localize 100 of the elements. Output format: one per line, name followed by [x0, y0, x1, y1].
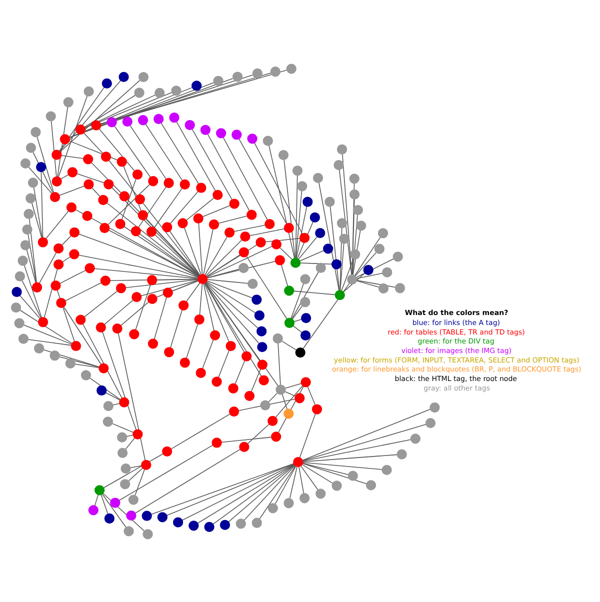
node-circle: [32, 282, 42, 292]
connector: [56, 289, 75, 342]
connector: [300, 250, 324, 261]
node-circle: [138, 114, 148, 125]
connector: [218, 350, 230, 378]
node-circle: [213, 75, 224, 86]
connector: [354, 236, 381, 276]
node-circle: [22, 224, 32, 234]
connector: [84, 290, 118, 317]
connector: [170, 413, 230, 449]
node-circle: [172, 516, 184, 527]
connector: [234, 360, 246, 384]
node-circle: [76, 124, 86, 134]
connector: [302, 462, 382, 470]
connector: [292, 305, 303, 319]
connector: [106, 392, 120, 400]
node-circle: [256, 236, 266, 247]
node-circle: [286, 63, 296, 74]
connector: [59, 185, 85, 196]
node-circle: [164, 177, 174, 188]
connector: [122, 178, 136, 220]
node-circle: [148, 176, 158, 186]
connector: [203, 228, 214, 274]
connector: [124, 226, 199, 276]
node-circle: [82, 210, 92, 220]
node-circle: [10, 302, 22, 312]
node-circle: [284, 222, 294, 233]
node-circle: [94, 484, 105, 495]
node-circle: [116, 156, 127, 166]
connector: [206, 280, 252, 298]
node-circle: [52, 176, 62, 186]
connector: [60, 174, 69, 179]
node-circle: [242, 350, 252, 361]
connector: [112, 186, 200, 276]
connector: [106, 202, 200, 276]
node-circle: [120, 478, 130, 489]
node-circle: [104, 512, 115, 524]
connector: [297, 221, 314, 258]
node-circle: [274, 254, 285, 265]
node-circle: [378, 282, 389, 293]
node-circle: [154, 87, 165, 98]
legend-label: yellow: for forms (FORM, INPUT, TEXTAREA, SELECT and OPTION tags): [334, 354, 580, 364]
connector: [58, 356, 100, 367]
node-circle: [141, 459, 152, 470]
node-circle: [350, 248, 360, 259]
connector: [302, 462, 349, 475]
connector: [356, 280, 380, 287]
connector: [154, 188, 182, 228]
connector: [330, 206, 340, 290]
node-circle: [236, 518, 246, 528]
node-circle: [247, 133, 258, 144]
node-circle: [24, 208, 34, 218]
node-circle: [106, 116, 117, 127]
connector: [98, 128, 135, 171]
node-circle: [126, 510, 136, 520]
connector: [112, 422, 134, 432]
connector: [295, 174, 298, 258]
connector: [120, 301, 149, 326]
connector: [36, 136, 54, 192]
connector: [204, 282, 260, 361]
connector: [108, 184, 150, 225]
connector: [206, 245, 272, 277]
node-circle: [256, 326, 267, 336]
node-circle: [262, 135, 273, 146]
node-circle: [238, 246, 249, 257]
node-circle: [208, 218, 220, 230]
connector: [302, 454, 398, 462]
connector: [28, 338, 72, 346]
node-circle: [336, 144, 348, 154]
connector: [59, 80, 122, 152]
node-circle: [96, 322, 106, 332]
connector: [206, 281, 258, 328]
node-circle: [216, 128, 226, 138]
connector: [172, 280, 198, 291]
connector: [125, 278, 198, 288]
connector: [32, 151, 54, 192]
node-circle: [349, 173, 360, 184]
node-circle: [331, 258, 342, 269]
node-circle: [284, 408, 294, 418]
node-circle: [115, 218, 126, 229]
node-circle: [252, 294, 262, 304]
connector: [202, 204, 230, 217]
node-circle: [200, 124, 211, 134]
connector: [160, 122, 200, 184]
connector: [206, 280, 256, 313]
node-circle: [100, 222, 110, 233]
connector: [28, 233, 37, 283]
node-circle: [34, 342, 44, 353]
node-circle: [129, 328, 140, 339]
connector: [60, 269, 86, 284]
connector: [203, 282, 214, 330]
node-circle: [264, 218, 275, 229]
connector: [31, 202, 42, 238]
node-circle: [128, 494, 139, 504]
connector: [28, 166, 52, 194]
node-circle: [254, 310, 264, 320]
node-circle: [224, 226, 235, 238]
connector: [130, 464, 142, 468]
connector: [84, 94, 136, 127]
node-circle: [142, 528, 153, 539]
